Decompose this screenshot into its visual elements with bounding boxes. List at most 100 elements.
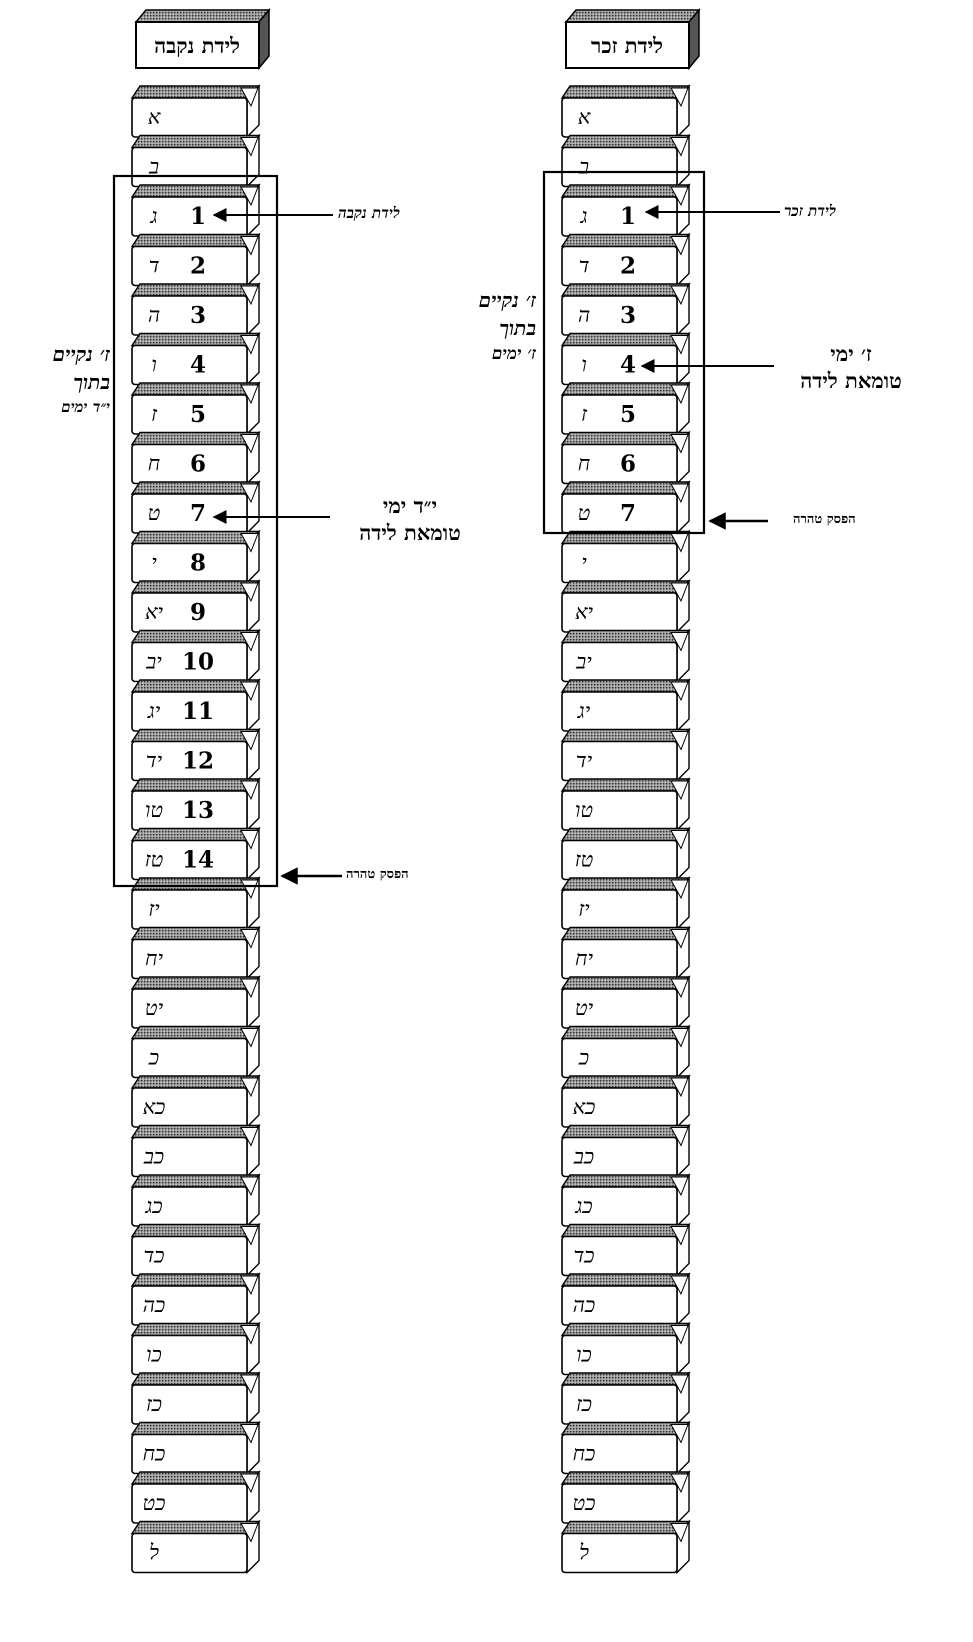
female-impurity-line-2: טומאת לידה (359, 520, 461, 545)
day-block: ל (560, 1519, 691, 1575)
day-letter: כא (143, 1095, 166, 1119)
day-letter: כד (573, 1244, 594, 1268)
day-letter: י (151, 551, 157, 575)
day-letter: ז (151, 402, 158, 426)
day-letter: כג (144, 1194, 162, 1218)
day-letter: יח (145, 947, 163, 971)
male-impurity-label: ז׳ ימי טומאת לידה (776, 340, 926, 394)
female-clean-days-frame (112, 174, 279, 888)
day-letter: ט (578, 501, 591, 525)
day-letter: ל (149, 1541, 159, 1565)
day-block: א (560, 84, 691, 139)
female-clean-line-1: ז׳ נקיים (52, 342, 110, 366)
day-letter: א (148, 105, 161, 129)
day-letter: טו (575, 798, 593, 822)
day-block: ל (130, 1519, 261, 1575)
day-letter: כה (143, 1293, 166, 1317)
female-birth-label: לידת נקבה (338, 204, 400, 222)
day-block: יז (560, 876, 691, 931)
male-clean-line-3: ז׳ ימים (491, 344, 536, 364)
day-letter: יז (578, 897, 590, 921)
day-block: יט (560, 975, 691, 1030)
day-count-number: 8 (190, 550, 206, 577)
day-letter: יד (146, 749, 163, 773)
day-block: כח (130, 1420, 261, 1476)
day-letter: ב (148, 155, 159, 179)
header-male-label: לידת זכר (591, 33, 663, 58)
day-count-number: 3 (190, 302, 206, 329)
day-block: כ (130, 1024, 261, 1080)
header-female: לידת נקבה (134, 7, 271, 71)
female-impurity-label: י״ד ימי טומאת לידה (335, 492, 485, 546)
day-block: יד (560, 727, 691, 783)
female-clean-line-3: י״ד ימים (61, 398, 110, 416)
day-letter: ב (578, 155, 589, 179)
day-letter: כו (146, 1343, 162, 1367)
day-letter: יט (145, 996, 164, 1020)
day-letter: יא (575, 600, 594, 624)
day-letter: ט (148, 501, 161, 525)
day-block: כט (560, 1470, 691, 1525)
male-clean-line-1: ז׳ נקיים (478, 288, 536, 312)
day-letter: ה (578, 303, 590, 327)
header-male: לידת זכר (564, 7, 701, 71)
day-letter: כז (576, 1392, 592, 1416)
day-letter: ל (579, 1541, 589, 1565)
day-letter: ה (148, 303, 160, 327)
day-block: כו (130, 1321, 261, 1377)
day-letter: ג (580, 204, 588, 228)
day-count-number: 1 (620, 203, 636, 230)
day-block: כא (130, 1074, 261, 1129)
day-letter: טז (145, 848, 164, 872)
day-count-number: 3 (620, 302, 636, 329)
male-birth-label: לידת זכר (784, 202, 836, 220)
day-block: יג (560, 678, 691, 733)
day-block: טו 13 (130, 777, 261, 832)
day-count-number: 13 (182, 797, 214, 824)
day-letter: יג (577, 699, 591, 723)
day-letter: כב (143, 1145, 164, 1169)
day-count-number: 2 (190, 253, 206, 280)
day-letter: יז (148, 897, 160, 921)
day-letter: כח (573, 1442, 596, 1466)
day-letter: טז (575, 848, 594, 872)
day-letter: יא (145, 600, 164, 624)
day-block: י (560, 529, 691, 585)
day-block: יח (130, 925, 261, 981)
day-count-number: 11 (182, 698, 214, 725)
day-block: יא (560, 579, 691, 634)
day-count-number: 6 (620, 451, 636, 478)
day-count-number: 4 (620, 352, 636, 379)
day-block: כז (560, 1371, 691, 1426)
day-count-number: 10 (182, 649, 214, 676)
male-clean-days-frame (542, 170, 706, 535)
day-block: כא (560, 1074, 691, 1129)
day-block: כד (560, 1222, 691, 1278)
day-letter: כו (576, 1343, 592, 1367)
day-letter: כ (148, 1046, 159, 1070)
day-letter: כט (573, 1491, 596, 1515)
day-block: יב (560, 628, 691, 684)
female-clean-days-label: ז׳ נקיים בתוך י״ד ימים (8, 340, 110, 418)
day-block: כג (130, 1173, 261, 1228)
day-block: כה (560, 1272, 691, 1327)
day-letter: ו (581, 353, 586, 377)
day-letter: ד (149, 254, 160, 278)
day-letter: יד (576, 749, 593, 773)
day-letter: ו (151, 353, 156, 377)
day-block: יז (130, 876, 261, 931)
day-block: כח (560, 1420, 691, 1476)
day-letter: טו (145, 798, 163, 822)
